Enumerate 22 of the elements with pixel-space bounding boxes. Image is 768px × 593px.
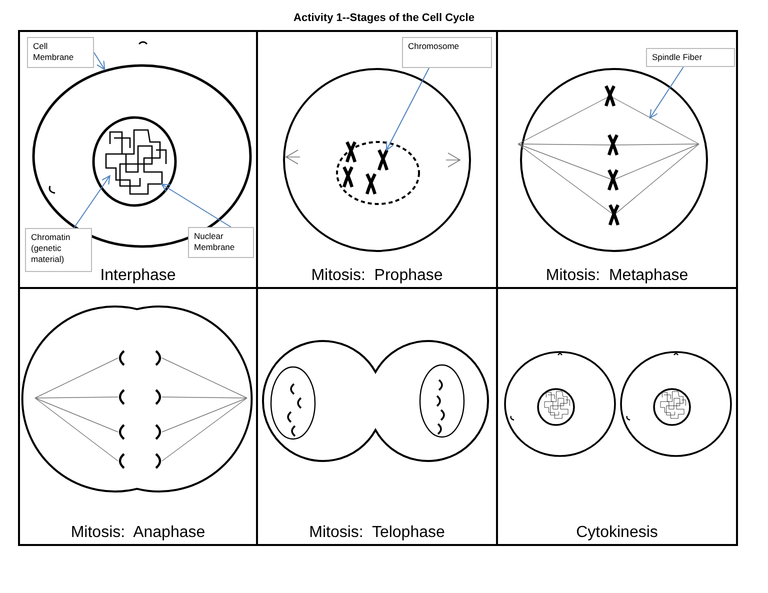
stage-title: Cytokinesis [575, 524, 659, 542]
leader-arrow [386, 68, 430, 151]
stage-title: Interphase [99, 267, 177, 285]
stage-panel [18, 30, 258, 289]
leader-arrow [94, 52, 106, 70]
stage-title: Mitosis: Anaphase [70, 524, 206, 542]
leader-arrow [73, 175, 110, 228]
stage-title: Mitosis: Metaphase [544, 267, 690, 285]
stage-panel [496, 287, 738, 546]
callout-label: Spindle Fiber [646, 48, 735, 67]
stage-title: Mitosis: Prophase [310, 267, 444, 285]
callout-label: Chromosome [402, 37, 492, 68]
callout-label: Nuclear Membrane [188, 227, 254, 258]
chromosome-mark [376, 149, 390, 171]
callout-label: Chromatin (genetic material) [25, 228, 92, 272]
leader-arrow [650, 66, 684, 118]
stage-panel [18, 287, 258, 546]
stage-title: Mitosis: Telophase [308, 524, 446, 542]
callout-label: Cell Membrane [27, 37, 94, 68]
page-title: Activity 1--Stages of the Cell Cycle [294, 12, 474, 24]
stage-panel [496, 30, 738, 289]
nuclear-membrane [92, 116, 177, 207]
